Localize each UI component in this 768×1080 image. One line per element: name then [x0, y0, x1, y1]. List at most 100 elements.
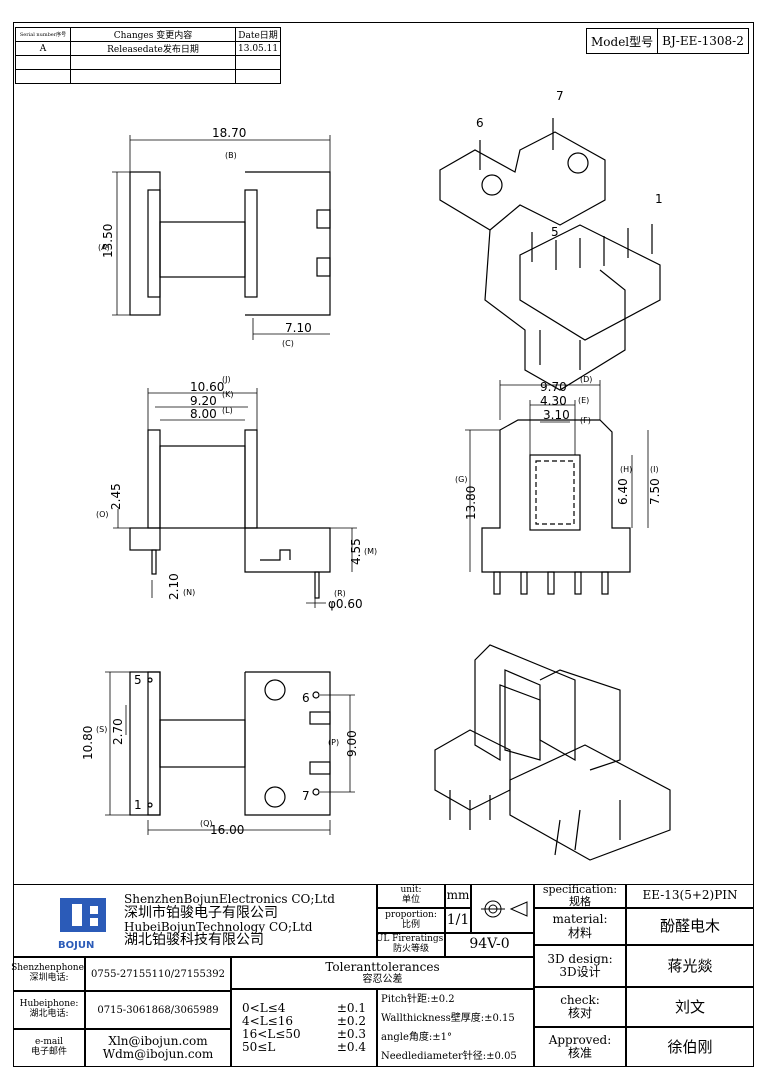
dim-g: 13.80 — [464, 486, 478, 520]
pitch-note: Pitch针距:±0.2 — [381, 994, 455, 1005]
email-2: Wdm@ibojun.com — [102, 1047, 214, 1061]
dim-i: 7.50 — [648, 478, 662, 505]
dim-e: 4.30 — [540, 394, 567, 408]
sz-phone-label: Shenzhenphone: 深圳电话: — [11, 957, 87, 991]
dim-s-total: 10.80 — [81, 726, 95, 760]
dim-letter-n: (N) — [183, 588, 195, 597]
tol-range: 4<L≤16 — [242, 1013, 293, 1028]
front-view — [481, 419, 631, 595]
proportion-label: proportion: 比例 — [377, 908, 445, 933]
rev-empty-cell — [234, 69, 282, 84]
dim-c: 7.10 — [285, 321, 312, 335]
proportion-value: 1/1 — [445, 908, 471, 933]
dim-n: 2.10 — [167, 573, 181, 600]
tol-range: 0<L≤4 — [242, 1000, 286, 1015]
spec-value: EE-13(5+2)PIN — [626, 884, 754, 908]
dim-letter-a: (A) — [98, 243, 110, 252]
angle-note: angle角度:±1° — [381, 1032, 453, 1043]
dim-f: 3.10 — [543, 408, 570, 422]
dim-letter-i: (I) — [650, 465, 659, 474]
dim-letter-b: (B) — [225, 151, 237, 160]
tolerance-title-cn: 容忍公差 — [362, 974, 403, 986]
dim-letter-k: (K) — [222, 390, 234, 399]
revision-table: Serial number序号 Changes 变更内容 Date日期 A Re… — [15, 27, 282, 84]
pin-label-6-bottom: 6 — [302, 691, 310, 705]
pin-label-7-iso: 7 — [556, 89, 564, 103]
dim-letter-c: (C) — [282, 339, 294, 348]
dim-a: 13.50 — [101, 224, 115, 258]
dim-q: 16.00 — [210, 823, 244, 837]
logo-text: BOJUN — [58, 940, 94, 951]
dim-letter-d: (D) — [580, 375, 592, 384]
top-view — [129, 171, 331, 316]
dim-letter-j: (J) — [222, 375, 231, 384]
check-value: 刘文 — [626, 987, 754, 1027]
ul-value: 94V-0 — [445, 933, 534, 957]
model-value: BJ-EE-1308-2 — [657, 29, 748, 53]
hb-phone-label: Hubeiphone: 湖北电话: — [13, 991, 85, 1029]
unit-label: unit: 单位 — [377, 884, 445, 908]
wall-note: Wallthickness壁厚度:±0.15 — [381, 1013, 515, 1024]
dim-r: φ0.60 — [328, 597, 363, 611]
projection-icon — [480, 900, 527, 917]
pin-label-5-iso: 5 — [551, 225, 559, 239]
dim-j: 10.60 — [190, 380, 224, 394]
dim-letter-h: (H) — [620, 465, 632, 474]
pin-label-6-iso: 6 — [476, 116, 484, 130]
sz-phone: 0755-27155110/27155392 — [85, 957, 231, 991]
email-1: Xln@ibojun.com — [108, 1033, 208, 1048]
dim-letter-q: (Q) — [200, 819, 213, 828]
bojun-logo: BOJUN — [58, 897, 106, 951]
dim-d: 9.70 — [540, 380, 567, 394]
projection-symbol — [471, 884, 534, 933]
dim-letter-g: (G) — [455, 475, 467, 484]
dim-letter-r: (R) — [334, 589, 346, 598]
dim-letter-m: (M) — [364, 547, 377, 556]
bottom-view — [129, 671, 331, 816]
pin-label-1-bottom: 1 — [134, 798, 142, 812]
email-label: e-mail 电子邮件 — [13, 1029, 85, 1067]
dimension-lines — [105, 135, 649, 835]
tol-range: 16<L≤50 — [242, 1027, 301, 1041]
material-label: material: 材料 — [534, 908, 626, 945]
spec-label: specification: 规格 — [534, 883, 626, 908]
company-box: BOJUN ShenzhenBojunElectronics CO;Ltd 深圳… — [13, 884, 377, 957]
tol-value: ±0.2 — [336, 1013, 366, 1028]
company-en-2: HubeiBojunTechnology CO;Ltd — [124, 919, 313, 934]
dim-s: 2.70 — [111, 718, 125, 745]
dim-m: 4.55 — [349, 538, 363, 565]
needle-note: Needlediameter针径:±0.05 — [381, 1051, 517, 1062]
hb-phone: 0715-3061868/3065989 — [85, 991, 231, 1029]
tol-value: ±0.4 — [336, 1040, 366, 1055]
design-label: 3D design: 3D设计 — [534, 945, 626, 987]
dim-letter-f: (F) — [580, 416, 591, 425]
iso-view-bottom — [434, 644, 671, 861]
side-view — [129, 429, 331, 599]
ul-label: UL Fireratings: 防火等级 — [376, 933, 446, 957]
approved-label: Approved: 核准 — [534, 1027, 626, 1067]
pin-label-1-iso: 1 — [655, 192, 663, 206]
title-block: BOJUN ShenzhenBojunElectronics CO;Ltd 深圳… — [11, 883, 754, 1067]
dim-h: 6.40 — [616, 478, 630, 505]
dim-letter-o: (O) — [96, 510, 109, 519]
dim-l: 8.00 — [190, 407, 217, 421]
iso-view-top — [439, 118, 661, 391]
dim-p: 9.00 — [345, 730, 359, 757]
unit-value: mm — [445, 884, 471, 908]
tolerance-header: Toleranttolerances 容忍公差 — [231, 957, 534, 989]
dim-o: 2.45 — [109, 483, 123, 510]
tol-value: ±0.1 — [336, 1000, 366, 1015]
tol-range: 50≤L — [242, 1040, 276, 1055]
dim-letter-l: (L) — [222, 406, 233, 415]
dimension-labels: 18.70 (B) 13.50 (A) 7.10 (C) 10.60 (J) 9… — [81, 89, 663, 837]
dim-letter-s: (S) — [96, 725, 107, 734]
company-en-1: ShenzhenBojunElectronics CO;Ltd — [124, 892, 335, 907]
tolerance-table: 0<L≤4±0.1 4<L≤16±0.2 16<L≤50±0.3 50≤L±0.… — [231, 989, 377, 1067]
technical-drawing: 18.70 (B) 13.50 (A) 7.10 (C) 10.60 (J) 9… — [81, 89, 671, 861]
check-label: check: 核对 — [534, 987, 626, 1027]
pin-label-5-bottom: 5 — [134, 673, 142, 687]
dim-k: 9.20 — [190, 394, 217, 408]
pin-label-7-bottom: 7 — [302, 789, 310, 803]
email-box: Xln@ibojun.com Wdm@ibojun.com — [85, 1029, 231, 1067]
dim-b: 18.70 — [212, 126, 246, 140]
